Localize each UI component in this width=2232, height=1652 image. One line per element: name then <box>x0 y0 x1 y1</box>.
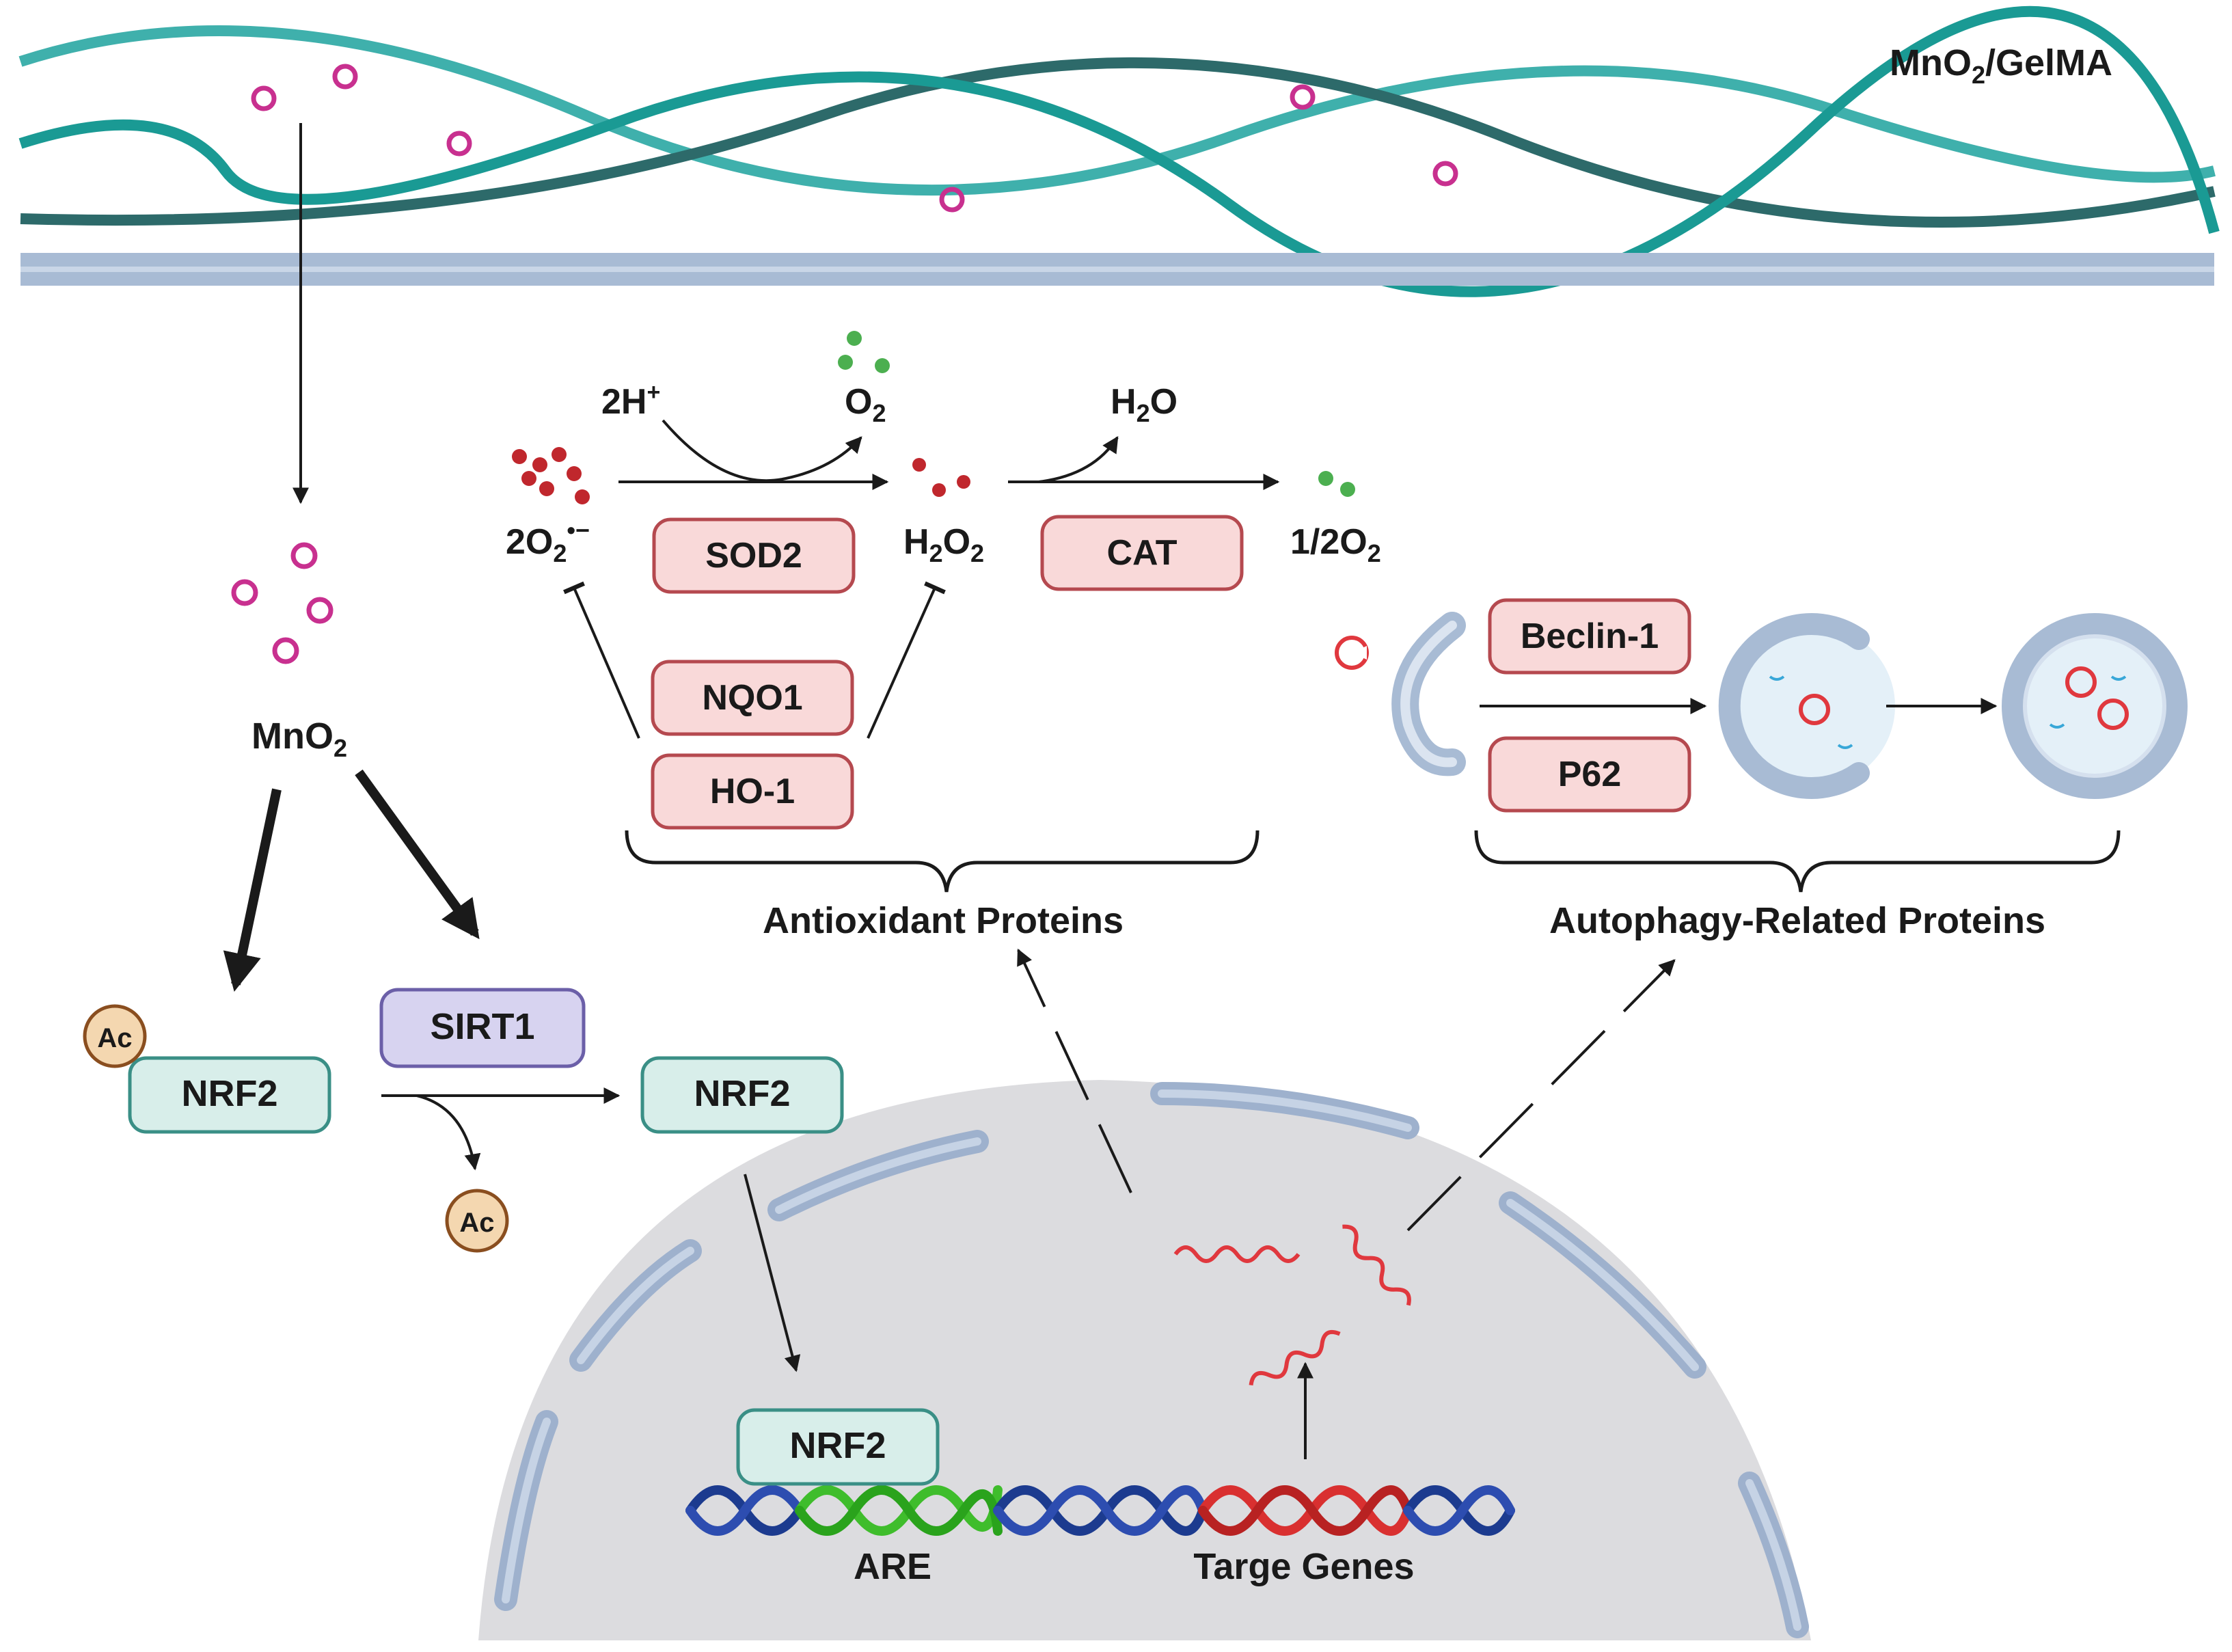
ho1-label: HO-1 <box>710 772 795 811</box>
proton-label: 2H+ <box>601 379 660 422</box>
nucleus-body <box>478 1080 1811 1640</box>
nrf2-acetylated-box <box>128 1056 331 1134</box>
inhibit-superoxide <box>563 581 640 739</box>
gelma-label: MnO2/GelMA <box>1890 42 2112 89</box>
autophagosome-complete <box>2002 613 2188 799</box>
autophagosome-forming <box>1718 613 1895 799</box>
ho1-box <box>651 753 854 830</box>
sod2-side-arrow <box>662 419 862 483</box>
to-antioxidant-arrow <box>1017 948 1132 1193</box>
superoxide-label: 2O2•− <box>506 516 590 567</box>
p62-box <box>1488 736 1691 813</box>
mno2-particles-intracellular <box>231 542 334 664</box>
oxygen-dots-top <box>838 331 890 373</box>
sirt1-label: SIRT1 <box>430 1006 534 1047</box>
acetyl-attached-label: Ac <box>97 1023 132 1053</box>
h2o2-label: H2O2 <box>903 522 984 567</box>
cat-side-arrow <box>1038 435 1119 483</box>
are-label: ARE <box>854 1546 931 1587</box>
beclin1-box <box>1488 598 1691 675</box>
nrf2-acetylated-label: NRF2 <box>181 1073 277 1114</box>
autophagy-brace <box>1474 830 2121 893</box>
autophagy-heading: Autophagy-Related Proteins <box>1549 900 2045 941</box>
mno2-to-nrf2-arrow <box>223 788 282 992</box>
nqo1-box <box>651 660 854 736</box>
oxygen-dots-right <box>1318 471 1355 497</box>
acetyl-release-arrow <box>416 1094 481 1171</box>
p62-label: P62 <box>1558 755 1622 794</box>
fiber-3 <box>18 5 2220 297</box>
sod2-label: SOD2 <box>705 536 802 576</box>
nrf2-dna-box <box>736 1408 940 1486</box>
gelma-hydrogel <box>18 5 2220 297</box>
mno2-particles-gel <box>251 64 1458 213</box>
mno2-label: MnO2 <box>251 716 347 762</box>
dna-strand <box>685 1485 1515 1536</box>
beclin1-label: Beclin-1 <box>1521 617 1659 656</box>
nucleus <box>478 1080 1811 1640</box>
fiber-2 <box>20 57 2216 228</box>
nrf2-translocation-arrow <box>744 1174 801 1372</box>
nrf2-deacetylated-box <box>640 1056 844 1134</box>
mno2-to-sirt1-arrow <box>355 769 480 940</box>
water-label: H2O <box>1111 382 1178 427</box>
superoxide-dots <box>512 447 590 504</box>
sirt1-box <box>379 988 586 1068</box>
acetyl-group-attached <box>83 1004 147 1068</box>
nuclear-envelope-inner <box>502 1089 1801 1631</box>
nrf2-dna-label: NRF2 <box>789 1425 886 1466</box>
inhibit-h2o2 <box>867 581 946 739</box>
h2o2-dots <box>912 458 970 497</box>
mrna-transcripts <box>1173 1224 1411 1386</box>
half-o2-label: 1/2O2 <box>1290 522 1381 567</box>
target-genes-label: Targe Genes <box>1193 1546 1414 1587</box>
cargo-protein-icon <box>1335 636 1369 670</box>
sod2-box <box>652 517 856 594</box>
nrf2-deacetylated-label: NRF2 <box>694 1073 790 1114</box>
nqo1-label: NQO1 <box>702 678 802 718</box>
acetyl-released-label: Ac <box>459 1208 494 1238</box>
to-autophagy-arrow <box>1406 959 1676 1232</box>
fiber-1 <box>18 25 2216 196</box>
cat-label: CAT <box>1106 533 1177 573</box>
cat-box <box>1040 515 1244 591</box>
acetyl-group-released <box>445 1189 509 1253</box>
antioxidant-brace <box>625 830 1260 893</box>
antioxidant-heading: Antioxidant Proteins <box>763 900 1124 941</box>
o2-product-label: O2 <box>845 382 886 427</box>
